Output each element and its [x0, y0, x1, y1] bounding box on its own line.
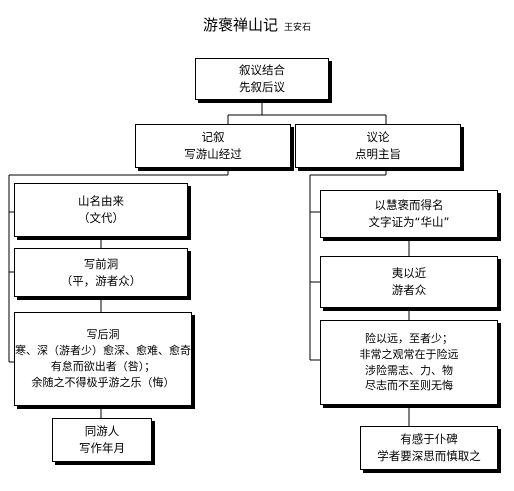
left-item-2-line-1: 写前洞 — [83, 256, 119, 271]
argument-header-line-1: 议论 — [366, 130, 390, 145]
diagram-title: 游褒禅山记王安石 — [0, 14, 514, 35]
root-line-2: 先叙后议 — [239, 80, 285, 94]
right-item-2-box: 夷以近 游者众 — [320, 256, 498, 308]
narrative-header-line-1: 记叙 — [201, 130, 225, 145]
left-item-2-line-2: （平，游者众） — [60, 273, 142, 288]
left-item-1-box: 山名由来 （文代） — [14, 183, 188, 237]
right-item-3-line-2: 非常之观常在于险远 — [359, 347, 459, 361]
right-item-4-line-2: 学者要深思而慎取之 — [377, 449, 481, 463]
left-item-3-box: 写后洞 寒、深（游者少）愈深、愈难、愈奇 有怠而欲出者（咎）； 余随之不得极乎游… — [14, 312, 192, 406]
left-item-3-line-2: 寒、深（游者少）愈深、愈难、愈奇 — [15, 344, 191, 358]
right-item-3-box: 险以远，至者少； 非常之观常在于险远 涉险需志、力、物 尽志而不至则无悔 — [320, 320, 498, 405]
left-item-4-line-2: 写作年月 — [79, 441, 125, 455]
narrative-header-line-2: 写游山经过 — [184, 147, 242, 161]
left-item-1-line-1: 山名由来 — [78, 194, 124, 209]
argument-header-box: 议论 点明主旨 — [295, 124, 461, 168]
argument-header-line-2: 点明主旨 — [355, 147, 401, 161]
right-item-4-line-1: 有感于仆碑 — [400, 432, 458, 447]
narrative-header-box: 记叙 写游山经过 — [135, 124, 291, 168]
left-item-4-line-1: 同游人 — [84, 424, 120, 439]
right-item-1-box: 以慧褒而得名 文字证为“华山” — [320, 190, 498, 238]
right-item-3-line-4: 尽志而不至则无悔 — [365, 379, 453, 393]
left-item-1-line-2: （文代） — [78, 211, 124, 225]
left-item-2-box: 写前洞 （平，游者众） — [14, 248, 188, 297]
left-item-4-box: 同游人 写作年月 — [52, 418, 152, 462]
right-item-1-line-1: 以慧褒而得名 — [374, 198, 444, 213]
left-item-3-line-1: 写后洞 — [86, 328, 120, 342]
root-box: 叙议结合 先叙后议 — [195, 58, 329, 100]
right-item-3-line-3: 涉险需志、力、物 — [365, 363, 453, 377]
author-name: 王安石 — [284, 23, 312, 33]
left-item-3-line-4: 余随之不得极乎游之乐（悔） — [31, 375, 175, 389]
right-item-4-box: 有感于仆碑 学者要深思而慎取之 — [360, 426, 498, 470]
left-item-3-line-3: 有怠而欲出者（咎）； — [50, 360, 156, 373]
right-item-3-line-1: 险以远，至者少； — [365, 331, 453, 345]
right-item-2-line-2: 游者众 — [391, 283, 427, 297]
right-item-2-line-1: 夷以近 — [391, 266, 427, 281]
right-item-1-line-2: 文字证为“华山” — [368, 215, 450, 229]
root-line-1: 叙议结合 — [239, 63, 285, 78]
title-text: 游褒禅山记 — [202, 16, 278, 34]
